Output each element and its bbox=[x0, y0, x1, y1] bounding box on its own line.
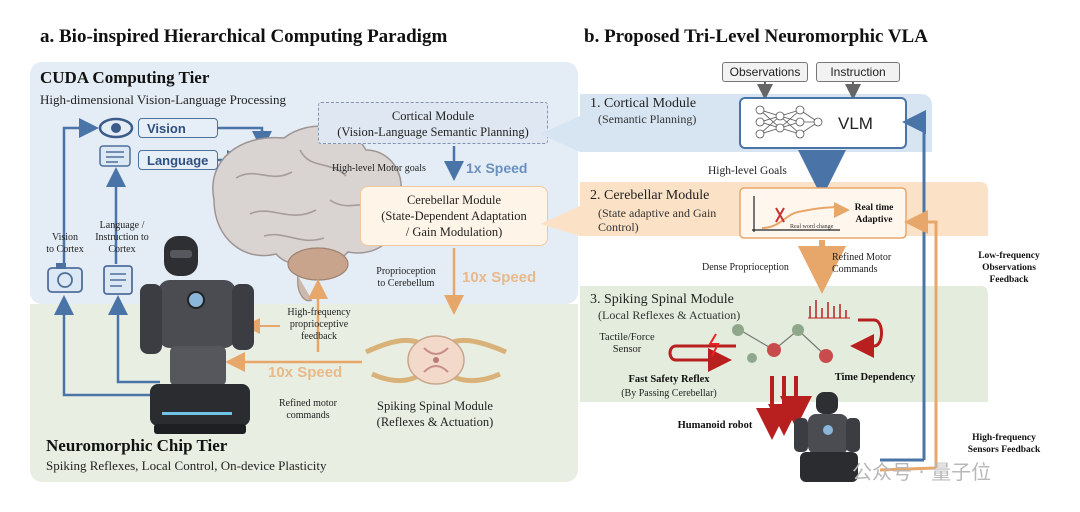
document-icon bbox=[103, 265, 133, 295]
left-diagram-art bbox=[47, 117, 507, 434]
vlm-label: VLM bbox=[838, 114, 873, 133]
spinal-cord-illustration bbox=[364, 335, 507, 385]
dense-proprio-label: Dense Proprioception bbox=[702, 262, 789, 273]
spinal-module-subtitle: (Local Reflexes & Actuation) bbox=[598, 308, 741, 322]
small-robot-illustration bbox=[794, 392, 860, 482]
low-frequency-feedback-label: Low-frequency Observations Feedback bbox=[978, 251, 1040, 285]
instruction-box: Instruction bbox=[816, 62, 900, 82]
spinal-module-title: 3. Spiking Spinal Module bbox=[590, 292, 734, 307]
proprio-to-cerebellum-label: Proprioception to Cerebellum bbox=[376, 266, 436, 289]
real-time-adaptive-label: Real time Adaptive bbox=[854, 203, 894, 225]
vision-pill: Vision bbox=[138, 118, 218, 138]
time-dependency-label: Time Dependency bbox=[834, 372, 916, 383]
cortical-module-title: 1. Cortical Module bbox=[590, 96, 697, 111]
cuda-tier-subtitle: High-dimensional Vision-Language Process… bbox=[40, 92, 286, 107]
refined-motor-commands-right-label: Refined Motor Commands bbox=[832, 252, 892, 275]
left-panel-title: a. Bio-inspired Hierarchical Computing P… bbox=[40, 26, 448, 47]
humanoid-robot-illustration bbox=[140, 236, 254, 434]
eye-icon bbox=[98, 117, 134, 139]
fast-safety-reflex-label: Fast Safety Reflex bbox=[628, 374, 710, 385]
neural-network-icon bbox=[755, 105, 823, 139]
chat-icon bbox=[99, 145, 131, 167]
high-frequency-feedback-label: High-frequency Sensors Feedback bbox=[967, 433, 1041, 455]
high-level-goals-label: High-level Goals bbox=[708, 165, 787, 177]
right-panel-title: b. Proposed Tri-Level Neuromorphic VLA bbox=[584, 26, 928, 47]
vision-to-cortex-label: Vision to Cortex bbox=[46, 232, 84, 255]
adaptation-graph-icon bbox=[752, 196, 850, 232]
cuda-tier-title: CUDA Computing Tier bbox=[40, 68, 210, 87]
refined-motor-commands-label: Refined motor commands bbox=[278, 398, 338, 421]
spiking-neurons-icon bbox=[732, 300, 850, 363]
bypass-cerebellar-label: (By Passing Cerebellar) bbox=[621, 388, 717, 399]
cerebellar-module-subtitle: (State adaptive and Gain Control) bbox=[598, 206, 717, 234]
speed-10x-top-label: 10x Speed bbox=[462, 269, 537, 286]
chip-tier-background bbox=[30, 304, 578, 482]
real-word-change-label: Real word change bbox=[790, 224, 834, 230]
cerebellar-module-box: Cerebellar Module (State-Dependent Adapt… bbox=[360, 186, 548, 246]
watermark: 公众号 · 量子位 bbox=[852, 460, 992, 484]
right-diagram-art bbox=[668, 82, 938, 482]
speed-1x-label: 1x Speed bbox=[466, 160, 528, 176]
spinal-module-label: Spiking Spinal Module (Reflexes & Actuat… bbox=[376, 399, 494, 429]
cortical-module-box: Cortical Module (Vision-Language Semanti… bbox=[318, 102, 548, 144]
hf-proprio-feedback-label: High-frequency proprioceptive feedback bbox=[287, 307, 351, 342]
cortical-module-subtitle: (Semantic Planning) bbox=[598, 112, 697, 126]
chip-tier-title: Neuromorphic Chip Tier bbox=[46, 436, 228, 455]
language-pill: Language bbox=[138, 150, 218, 170]
motor-goals-label: High-level Motor goals bbox=[332, 163, 426, 174]
tactile-sensor-label: Tactile/Force Sensor bbox=[599, 332, 655, 355]
chip-tier-subtitle: Spiking Reflexes, Local Control, On-devi… bbox=[46, 458, 327, 473]
humanoid-robot-label: Humanoid robot bbox=[677, 420, 753, 431]
cerebellar-module-title: 2. Cerebellar Module bbox=[590, 188, 710, 203]
speed-10x-bottom-label: 10x Speed bbox=[268, 364, 343, 381]
language-to-cortex-label: Language / Instruction to Cortex bbox=[95, 220, 149, 255]
observations-box: Observations bbox=[722, 62, 808, 82]
